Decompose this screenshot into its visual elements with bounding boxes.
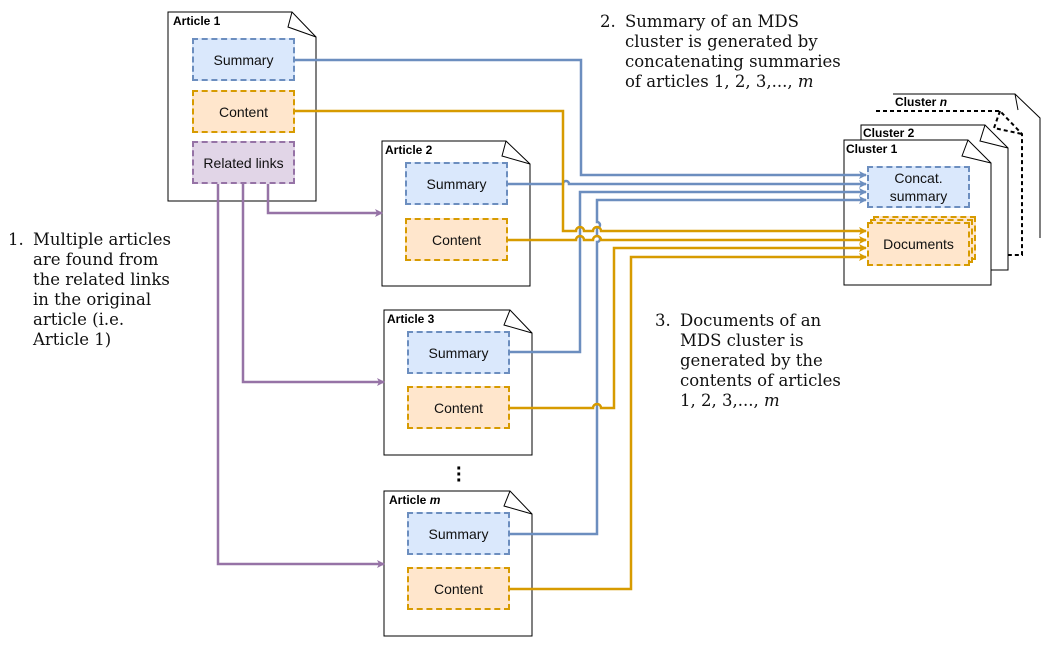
article-3-summary-box: Summary [407, 331, 510, 374]
note-2-var: m [797, 72, 814, 91]
cluster-n-title-prefix: Cluster [895, 95, 940, 109]
content-connector-article-3 [510, 244, 867, 410]
cluster-n-title-var: n [939, 95, 948, 109]
article-m-title-var: m [429, 493, 441, 507]
summary-connector-article-1 [295, 58, 867, 179]
article-1-content-box: Content [192, 90, 295, 133]
article-m-title-prefix: Article [389, 493, 430, 507]
note-2-text: Summary of an MDS cluster is generated b… [625, 12, 841, 92]
link-connector-article-2 [266, 184, 383, 217]
article-2-content-box: Content [405, 218, 508, 261]
note-1-number: 1. [8, 230, 24, 249]
cluster-2-title: Cluster 2 [863, 126, 915, 140]
note-2-lines: Summary of an MDS cluster is generated b… [625, 12, 841, 91]
article-2-summary-box: Summary [405, 162, 508, 205]
note-3-number: 3. [655, 311, 671, 330]
note-3-text: Documents of an MDS cluster is generated… [680, 311, 841, 411]
cluster-1-concat-summary-box: Concat. summary [867, 166, 970, 208]
article-3-content-box: Content [407, 386, 510, 429]
summary-connector-article-m [510, 196, 867, 536]
cluster-1-title: Cluster 1 [846, 142, 898, 156]
ellipsis-vertical: ··· [456, 458, 463, 492]
link-connector-article-m [216, 184, 385, 568]
article-m-title: Article m [389, 493, 440, 507]
summary-connector-article-3 [510, 188, 867, 354]
article-1-related-links-box: Related links [192, 141, 295, 184]
link-connector-article-3 [241, 184, 385, 386]
note-1-text: Multiple articles are found from the rel… [33, 230, 171, 349]
cluster-n-title: Cluster n [895, 95, 947, 109]
article-3-title: Article 3 [387, 312, 435, 326]
note-3-lines: Documents of an MDS cluster is generated… [680, 311, 841, 410]
cluster-1-documents-box: Documents [867, 222, 970, 266]
article-1-summary-box: Summary [192, 38, 295, 81]
note-3-var: m [763, 391, 780, 410]
article-1-title: Article 1 [173, 14, 221, 28]
content-connector-article-m [510, 253, 867, 591]
content-connector-article-1 [295, 109, 867, 235]
content-connector-article-2 [508, 234, 867, 244]
article-m-content-box: Content [407, 567, 510, 610]
article-2-title: Article 2 [385, 143, 433, 157]
note-2-number: 2. [600, 12, 616, 31]
summary-connector-article-2 [508, 179, 867, 188]
article-m-summary-box: Summary [407, 512, 510, 555]
